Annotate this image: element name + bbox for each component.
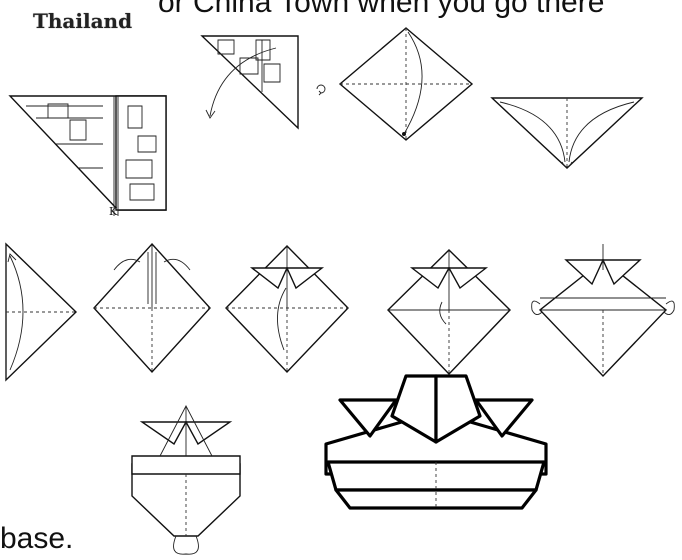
country-label: Thailand bbox=[33, 9, 132, 33]
step-1-diagram: K bbox=[8, 94, 168, 216]
step-9-diagram bbox=[528, 240, 678, 380]
step-11-finished-helmet bbox=[322, 372, 550, 514]
step-3-diagram bbox=[338, 26, 474, 142]
step-5-diagram bbox=[0, 242, 80, 382]
step-7-diagram bbox=[222, 240, 352, 376]
step-1-mark: K bbox=[109, 205, 118, 218]
step-6-diagram bbox=[90, 240, 214, 376]
turn-over-icon bbox=[314, 82, 328, 96]
step-10-diagram bbox=[128, 400, 244, 556]
step-4-diagram bbox=[490, 96, 644, 174]
caption-bottom-text: base. bbox=[0, 522, 73, 556]
step-2-diagram bbox=[200, 34, 300, 130]
step-8-diagram bbox=[384, 244, 514, 378]
caption-top-text: or China Town when you go there bbox=[158, 0, 604, 20]
